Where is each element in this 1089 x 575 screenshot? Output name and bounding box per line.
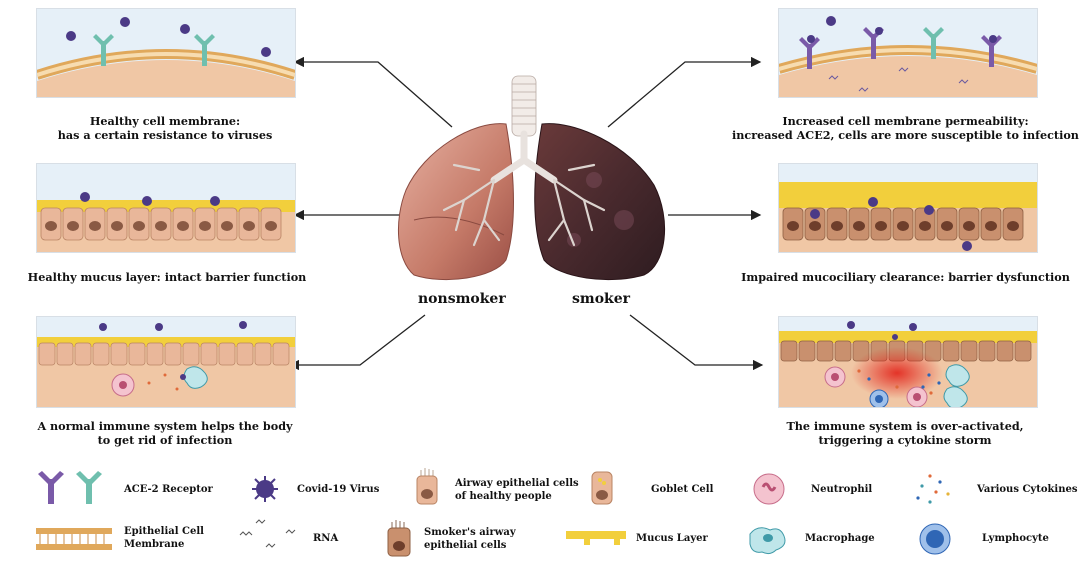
arrow-smoker-immune — [630, 315, 762, 365]
smoker-airway-cell-icon — [384, 518, 414, 558]
legend-label-macrophage: Macrophage — [805, 532, 875, 545]
caption-healthy-membrane: Healthy cell membrane:has a certain resi… — [36, 114, 294, 142]
legend-label-goblet: Goblet Cell — [651, 483, 713, 496]
nonsmoker-lung — [398, 124, 513, 280]
lymphocyte-icon — [918, 522, 952, 556]
smoker-lung — [535, 124, 665, 280]
caption-increased-permeability: Increased cell membrane permeability:inc… — [722, 114, 1089, 142]
covid-virus-icon — [250, 474, 280, 504]
cell-membrane-icon — [36, 524, 112, 554]
mucus-layer-icon — [566, 529, 626, 547]
caption-impaired-clearance: Impaired mucociliary clearance: barrier … — [722, 270, 1089, 284]
cytokines-icon — [910, 472, 956, 506]
legend-label-covid: Covid-19 Virus — [297, 483, 379, 496]
goblet-cell-icon — [589, 468, 615, 506]
healthy-airway-cell-icon — [414, 466, 440, 506]
nonsmoker-label: nonsmoker — [418, 291, 506, 307]
trachea — [512, 76, 536, 136]
macrophage-icon — [746, 522, 788, 556]
neutrophil-icon — [752, 472, 786, 506]
caption-overactive-immune: The immune system is over-activated,trig… — [740, 419, 1070, 447]
panel-normal-immune — [36, 316, 296, 408]
panel-healthy-mucus — [36, 163, 296, 253]
arrow-nonsmoker-immune — [290, 315, 425, 365]
legend-label-ace2: ACE-2 Receptor — [124, 483, 213, 496]
legend-label-cytokines: Various Cytokines — [977, 483, 1078, 496]
rna-icon — [236, 515, 306, 555]
legend-label-neutrophil: Neutrophil — [811, 483, 872, 496]
panel-overactive-immune — [778, 316, 1038, 408]
legend-label-mucus: Mucus Layer — [636, 532, 708, 545]
caption-healthy-mucus: Healthy mucus layer: intact barrier func… — [22, 270, 312, 284]
panel-healthy-membrane — [36, 8, 296, 98]
smoker-label: smoker — [572, 291, 630, 307]
legend-label-rna: RNA — [313, 532, 338, 545]
legend-label-lymphocyte: Lymphocyte — [982, 532, 1049, 545]
lungs-illustration — [394, 70, 684, 290]
panel-impaired-clearance — [778, 163, 1038, 253]
ace2-receptor-icon — [34, 470, 110, 506]
panel-increased-permeability — [778, 8, 1038, 98]
